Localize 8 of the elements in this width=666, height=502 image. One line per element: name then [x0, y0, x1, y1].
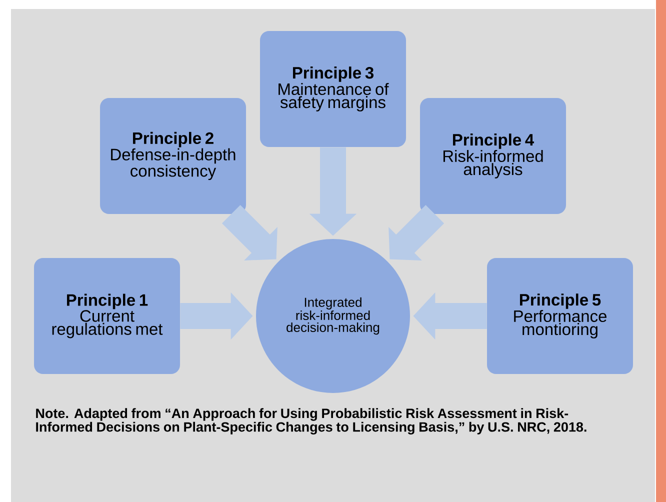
- principle-box: Principle 2 Defense-in-depth consistency: [100, 98, 246, 214]
- block-arrow: [222, 204, 278, 260]
- block-arrow: [388, 204, 444, 260]
- principle-box: Principle 1 Current regulations met: [34, 258, 180, 374]
- principle-box: Principle 5 Performance montioring: [487, 258, 633, 374]
- note-text: Note. Adapted from “An Approach for Using Probabilistic Risk Assessment in Risk-Informed Decisions on Plant-Specific Changes to Licensing Basis,” by U.S. NRC, 2018.: [36, 408, 586, 434]
- principle-box: Principle 3 Maintenance of safety margins: [260, 31, 406, 147]
- principle-box: Principle 4 Risk-informed analysis: [420, 98, 566, 214]
